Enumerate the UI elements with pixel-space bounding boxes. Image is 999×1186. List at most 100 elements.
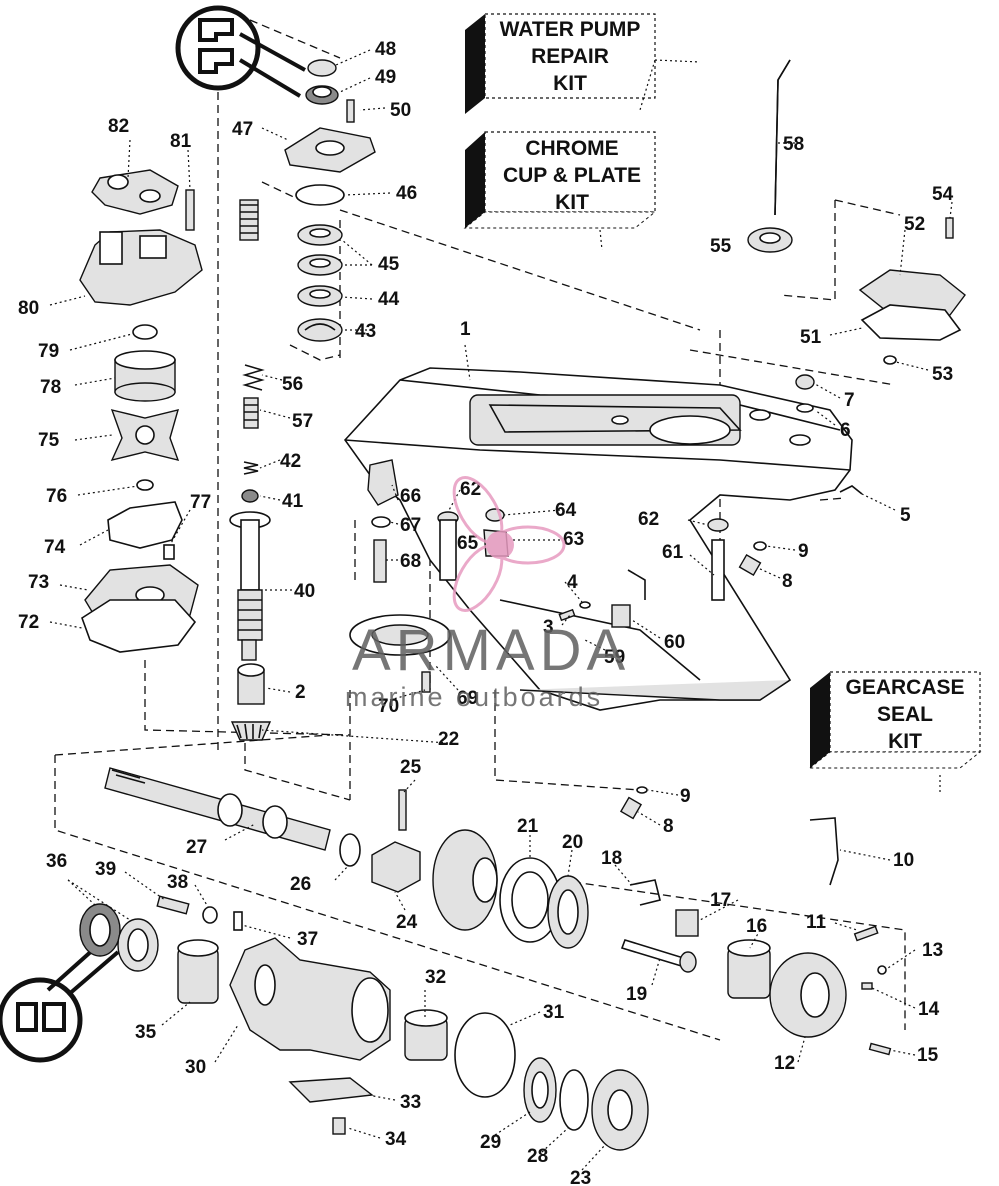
callout-8b: 8 — [663, 816, 674, 837]
lubricant-clip-icon — [175, 5, 306, 98]
armada-watermark: ARMADA marine outboards — [345, 476, 630, 712]
callout-31: 31 — [543, 1002, 565, 1023]
callout-70: 70 — [378, 696, 399, 717]
callout-66: 66 — [400, 486, 421, 507]
callout-32: 32 — [425, 967, 446, 988]
callout-61: 61 — [662, 542, 684, 563]
callout-21: 21 — [517, 816, 539, 837]
gearcase-housing — [343, 367, 853, 711]
callout-62a: 62 — [460, 479, 481, 500]
callout-62b: 62 — [638, 509, 659, 530]
leader-71 — [639, 59, 701, 111]
callout-46: 46 — [396, 183, 417, 204]
callout-65: 65 — [457, 533, 479, 554]
callout-19: 19 — [626, 984, 647, 1005]
propeller-shaft-assembly — [79, 767, 892, 1151]
chrome-kit-line-1: CHROME — [525, 137, 618, 160]
callout-68: 68 — [400, 551, 421, 572]
watermark-tagline: marine outboards — [345, 682, 603, 712]
callout-24: 24 — [396, 912, 418, 933]
callout-64: 64 — [555, 500, 577, 521]
water-pump-repair-kit-box: WATER PUMP REPAIR KIT — [465, 13, 656, 114]
callout-57: 57 — [292, 411, 313, 432]
callout-42: 42 — [280, 451, 301, 472]
callout-18: 18 — [601, 848, 622, 869]
impeller-key — [136, 479, 154, 491]
callout-37: 37 — [297, 929, 318, 950]
callout-1: 1 — [460, 319, 471, 340]
callout-leaders — [49, 49, 953, 1171]
callout-4: 4 — [567, 572, 578, 593]
callout-11: 11 — [806, 912, 827, 933]
gearcase-kit-line-2: SEAL — [877, 703, 933, 726]
callout-23: 23 — [570, 1168, 591, 1186]
screw-81 — [185, 189, 195, 231]
callout-51: 51 — [800, 327, 822, 348]
gearcase-seal-kit-box: GEARCASE SEAL KIT — [808, 671, 982, 769]
callout-49: 49 — [375, 67, 396, 88]
callout-78: 78 — [40, 377, 61, 398]
callout-43: 43 — [355, 321, 376, 342]
callout-7: 7 — [844, 390, 855, 411]
callout-50: 50 — [390, 100, 411, 121]
propeller-logo-icon — [452, 476, 566, 612]
callout-77: 77 — [190, 492, 211, 513]
callout-30: 30 — [185, 1057, 206, 1078]
callout-29: 29 — [480, 1132, 501, 1153]
callout-labels: 48 49 50 47 46 45 44 43 56 57 42 41 40 2… — [18, 39, 954, 1186]
callout-48: 48 — [375, 39, 396, 60]
callout-9b: 9 — [680, 786, 691, 807]
callout-35: 35 — [135, 1022, 157, 1043]
lubricant-clip-icon — [0, 946, 120, 1063]
callout-55: 55 — [710, 236, 732, 257]
gearcase-kit-line-3: KIT — [888, 730, 922, 753]
callout-2: 2 — [295, 682, 306, 703]
callout-25: 25 — [400, 757, 422, 778]
watermark-brand: ARMADA — [352, 618, 630, 683]
water-pump-kit-line-1: WATER PUMP — [500, 18, 641, 41]
callout-20: 20 — [562, 832, 583, 853]
callout-38: 38 — [167, 872, 188, 893]
o-ring-79 — [132, 324, 158, 340]
chrome-kit-line-3: KIT — [555, 191, 589, 214]
chrome-cup-plate-kit-box: CHROME CUP & PLATE KIT — [463, 131, 657, 229]
callout-39: 39 — [95, 859, 116, 880]
callout-26: 26 — [290, 874, 311, 895]
callout-5: 5 — [900, 505, 911, 526]
gearcase-kit-line-1: GEARCASE — [845, 676, 964, 699]
callout-58: 58 — [783, 134, 804, 155]
leader-83 — [599, 229, 603, 251]
callout-63: 63 — [563, 529, 584, 550]
callout-9a: 9 — [798, 541, 809, 562]
callout-22: 22 — [438, 729, 459, 750]
water-pump-kit-line-3: KIT — [553, 72, 587, 95]
callout-16: 16 — [746, 916, 767, 937]
gasket-74 — [107, 501, 183, 549]
callout-34: 34 — [385, 1129, 407, 1150]
assembly-centerlines — [54, 19, 906, 1041]
callout-6: 6 — [840, 420, 851, 441]
callout-33: 33 — [400, 1092, 421, 1113]
callout-10: 10 — [893, 850, 914, 871]
callout-14: 14 — [918, 999, 940, 1020]
chrome-kit-line-2: CUP & PLATE — [503, 164, 641, 187]
callout-73: 73 — [28, 572, 49, 593]
callout-75: 75 — [38, 430, 60, 451]
callout-53: 53 — [932, 364, 953, 385]
callout-44: 44 — [378, 289, 400, 310]
callout-82: 82 — [108, 116, 129, 137]
callout-72: 72 — [18, 612, 39, 633]
callout-79: 79 — [38, 341, 59, 362]
callout-69: 69 — [457, 688, 478, 709]
callout-54: 54 — [932, 184, 954, 205]
callout-67: 67 — [400, 515, 421, 536]
callout-59: 59 — [604, 647, 625, 668]
water-tube-grommet — [91, 169, 179, 215]
callout-47: 47 — [232, 119, 253, 140]
water-pump-assembly — [79, 169, 203, 653]
callout-3: 3 — [543, 617, 554, 638]
right-side-parts — [558, 59, 966, 820]
callout-56: 56 — [282, 374, 303, 395]
callout-28: 28 — [527, 1146, 548, 1167]
